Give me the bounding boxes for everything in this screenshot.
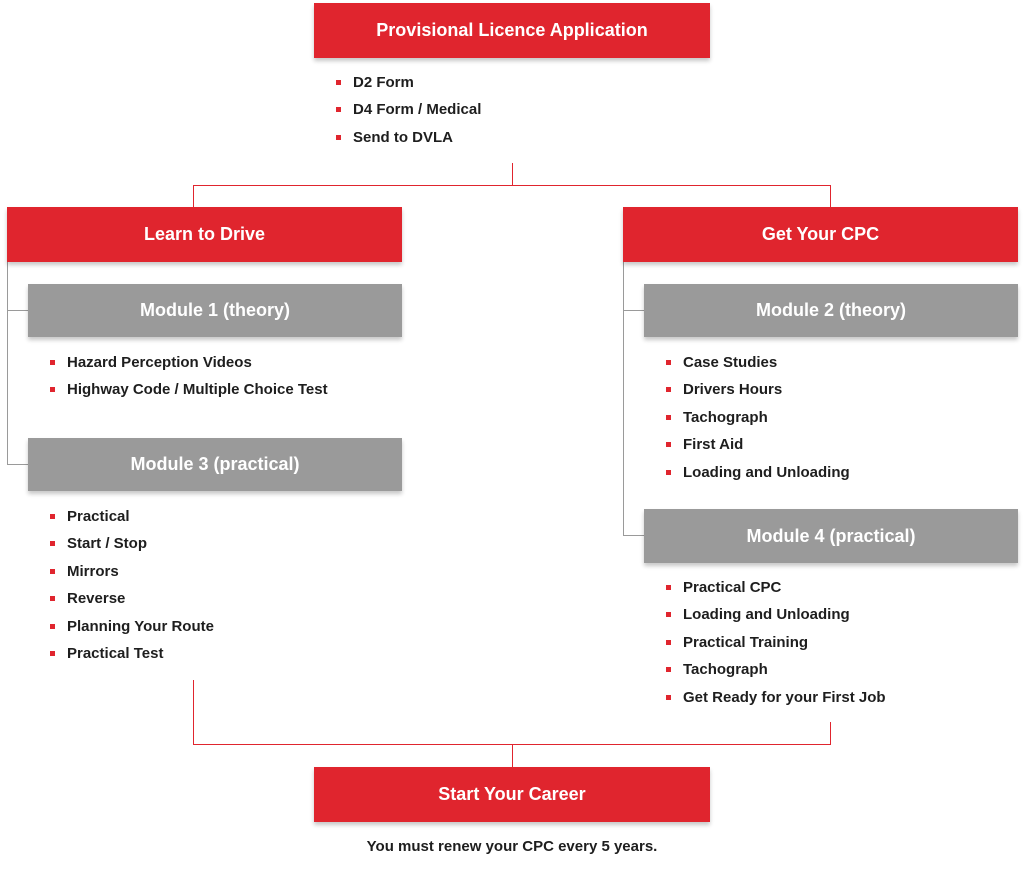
- list-item: Hazard Perception Videos: [50, 353, 328, 380]
- module-3-list: Practical Start / Stop Mirrors Reverse P…: [50, 507, 214, 671]
- list-item: Highway Code / Multiple Choice Test: [50, 380, 328, 407]
- module-2-box: Module 2 (theory): [644, 284, 1018, 337]
- learn-to-drive-box: Learn to Drive: [7, 207, 402, 262]
- list-item: Practical Training: [666, 633, 886, 660]
- list-item: Practical CPC: [666, 578, 886, 605]
- list-item: Case Studies: [666, 353, 850, 380]
- connector-left-vertical: [7, 262, 8, 465]
- list-item: D2 Form: [336, 73, 481, 100]
- module-4-list: Practical CPC Loading and Unloading Prac…: [666, 578, 886, 715]
- list-item: Tachograph: [666, 660, 886, 687]
- list-item: Planning Your Route: [50, 617, 214, 644]
- connector-bottom-right-rise: [830, 722, 831, 744]
- list-item: Send to DVLA: [336, 128, 481, 155]
- connector-left-module3: [7, 464, 28, 465]
- module-1-list: Hazard Perception Videos Highway Code / …: [50, 353, 328, 408]
- module-2-list: Case Studies Drivers Hours Tachograph Fi…: [666, 353, 850, 490]
- renewal-note: You must renew your CPC every 5 years.: [366, 838, 658, 855]
- list-item: Drivers Hours: [666, 380, 850, 407]
- list-item: Practical: [50, 507, 214, 534]
- connector-top-stem: [512, 163, 513, 185]
- list-item: Tachograph: [666, 408, 850, 435]
- list-item: Get Ready for your First Job: [666, 688, 886, 715]
- list-item: First Aid: [666, 435, 850, 462]
- connector-top-right-drop: [830, 185, 831, 207]
- list-item: D4 Form / Medical: [336, 100, 481, 127]
- list-item: Loading and Unloading: [666, 605, 886, 632]
- list-item: Loading and Unloading: [666, 463, 850, 490]
- connector-top-horizontal: [193, 185, 831, 186]
- list-item: Mirrors: [50, 562, 214, 589]
- get-your-cpc-box: Get Your CPC: [623, 207, 1018, 262]
- list-item: Reverse: [50, 589, 214, 616]
- list-item: Start / Stop: [50, 534, 214, 561]
- connector-left-module1: [7, 310, 28, 311]
- connector-bottom-left-rise: [193, 680, 194, 744]
- module-4-box: Module 4 (practical): [644, 509, 1018, 563]
- list-item: Practical Test: [50, 644, 214, 671]
- module-1-box: Module 1 (theory): [28, 284, 402, 337]
- module-3-box: Module 3 (practical): [28, 438, 402, 491]
- connector-right-module4: [623, 535, 644, 536]
- connector-top-left-drop: [193, 185, 194, 207]
- start-your-career-box: Start Your Career: [314, 767, 710, 822]
- connector-bottom-stem: [512, 744, 513, 767]
- connector-right-vertical: [623, 262, 624, 536]
- provisional-licence-list: D2 Form D4 Form / Medical Send to DVLA: [336, 73, 481, 155]
- provisional-licence-box: Provisional Licence Application: [314, 3, 710, 58]
- connector-right-module2: [623, 310, 644, 311]
